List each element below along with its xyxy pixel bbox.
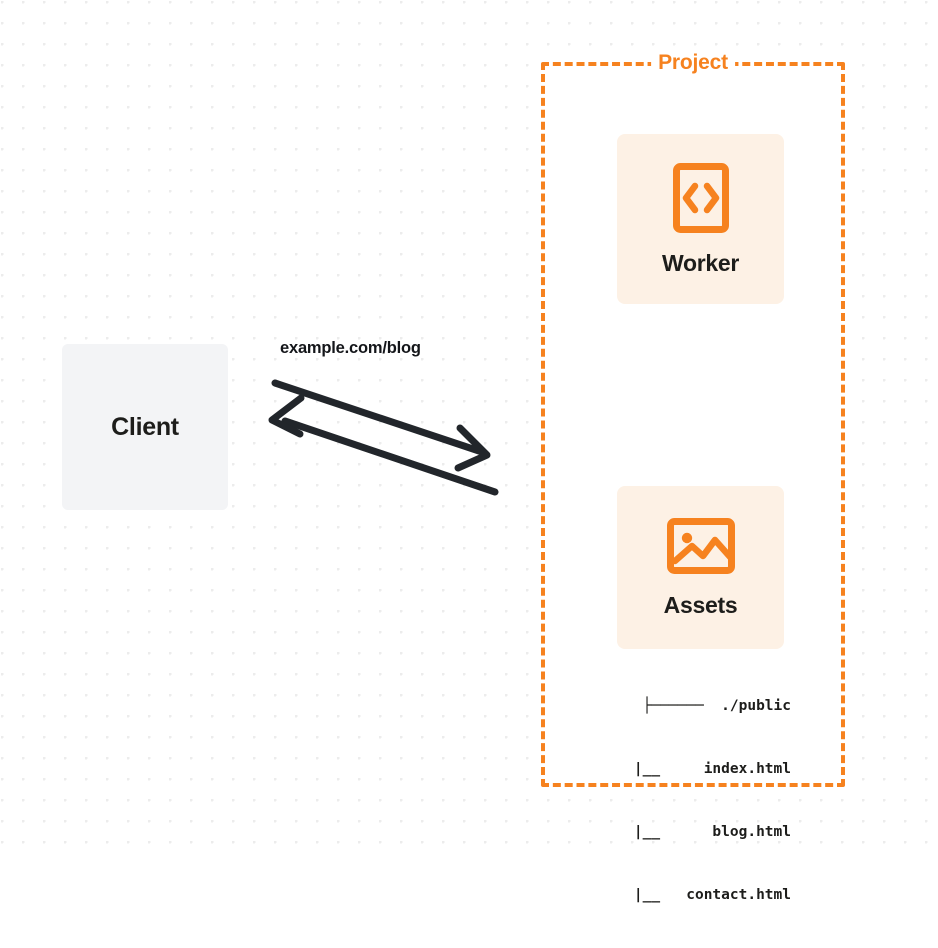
image-picture-icon bbox=[666, 518, 735, 574]
assets-node-label: Assets bbox=[663, 592, 738, 618]
code-brackets-icon bbox=[672, 162, 729, 233]
file-tree-line: |__ contact.html bbox=[581, 887, 791, 903]
diagram-canvas: Client example.com/blog Project Worker bbox=[0, 0, 938, 903]
worker-node[interactable]: Worker bbox=[617, 134, 784, 304]
file-tree-line: |__ index.html bbox=[581, 761, 791, 777]
client-node[interactable]: Client bbox=[62, 344, 228, 510]
client-node-label: Client bbox=[111, 412, 179, 441]
project-group-title: Project bbox=[651, 51, 735, 75]
request-arrow bbox=[271, 379, 491, 472]
edge-label: example.com/blog bbox=[280, 339, 421, 357]
assets-file-tree: ├────── ./public |__ index.html |__ blog… bbox=[555, 654, 845, 948]
assets-node[interactable]: Assets bbox=[617, 486, 784, 649]
worker-node-label: Worker bbox=[661, 249, 740, 276]
file-tree-line: ├────── ./public bbox=[642, 698, 791, 714]
file-tree-line: |__ blog.html bbox=[581, 824, 791, 840]
project-group: Project Worker Assets ├────── ./public |… bbox=[541, 51, 845, 903]
response-arrow bbox=[268, 394, 499, 496]
